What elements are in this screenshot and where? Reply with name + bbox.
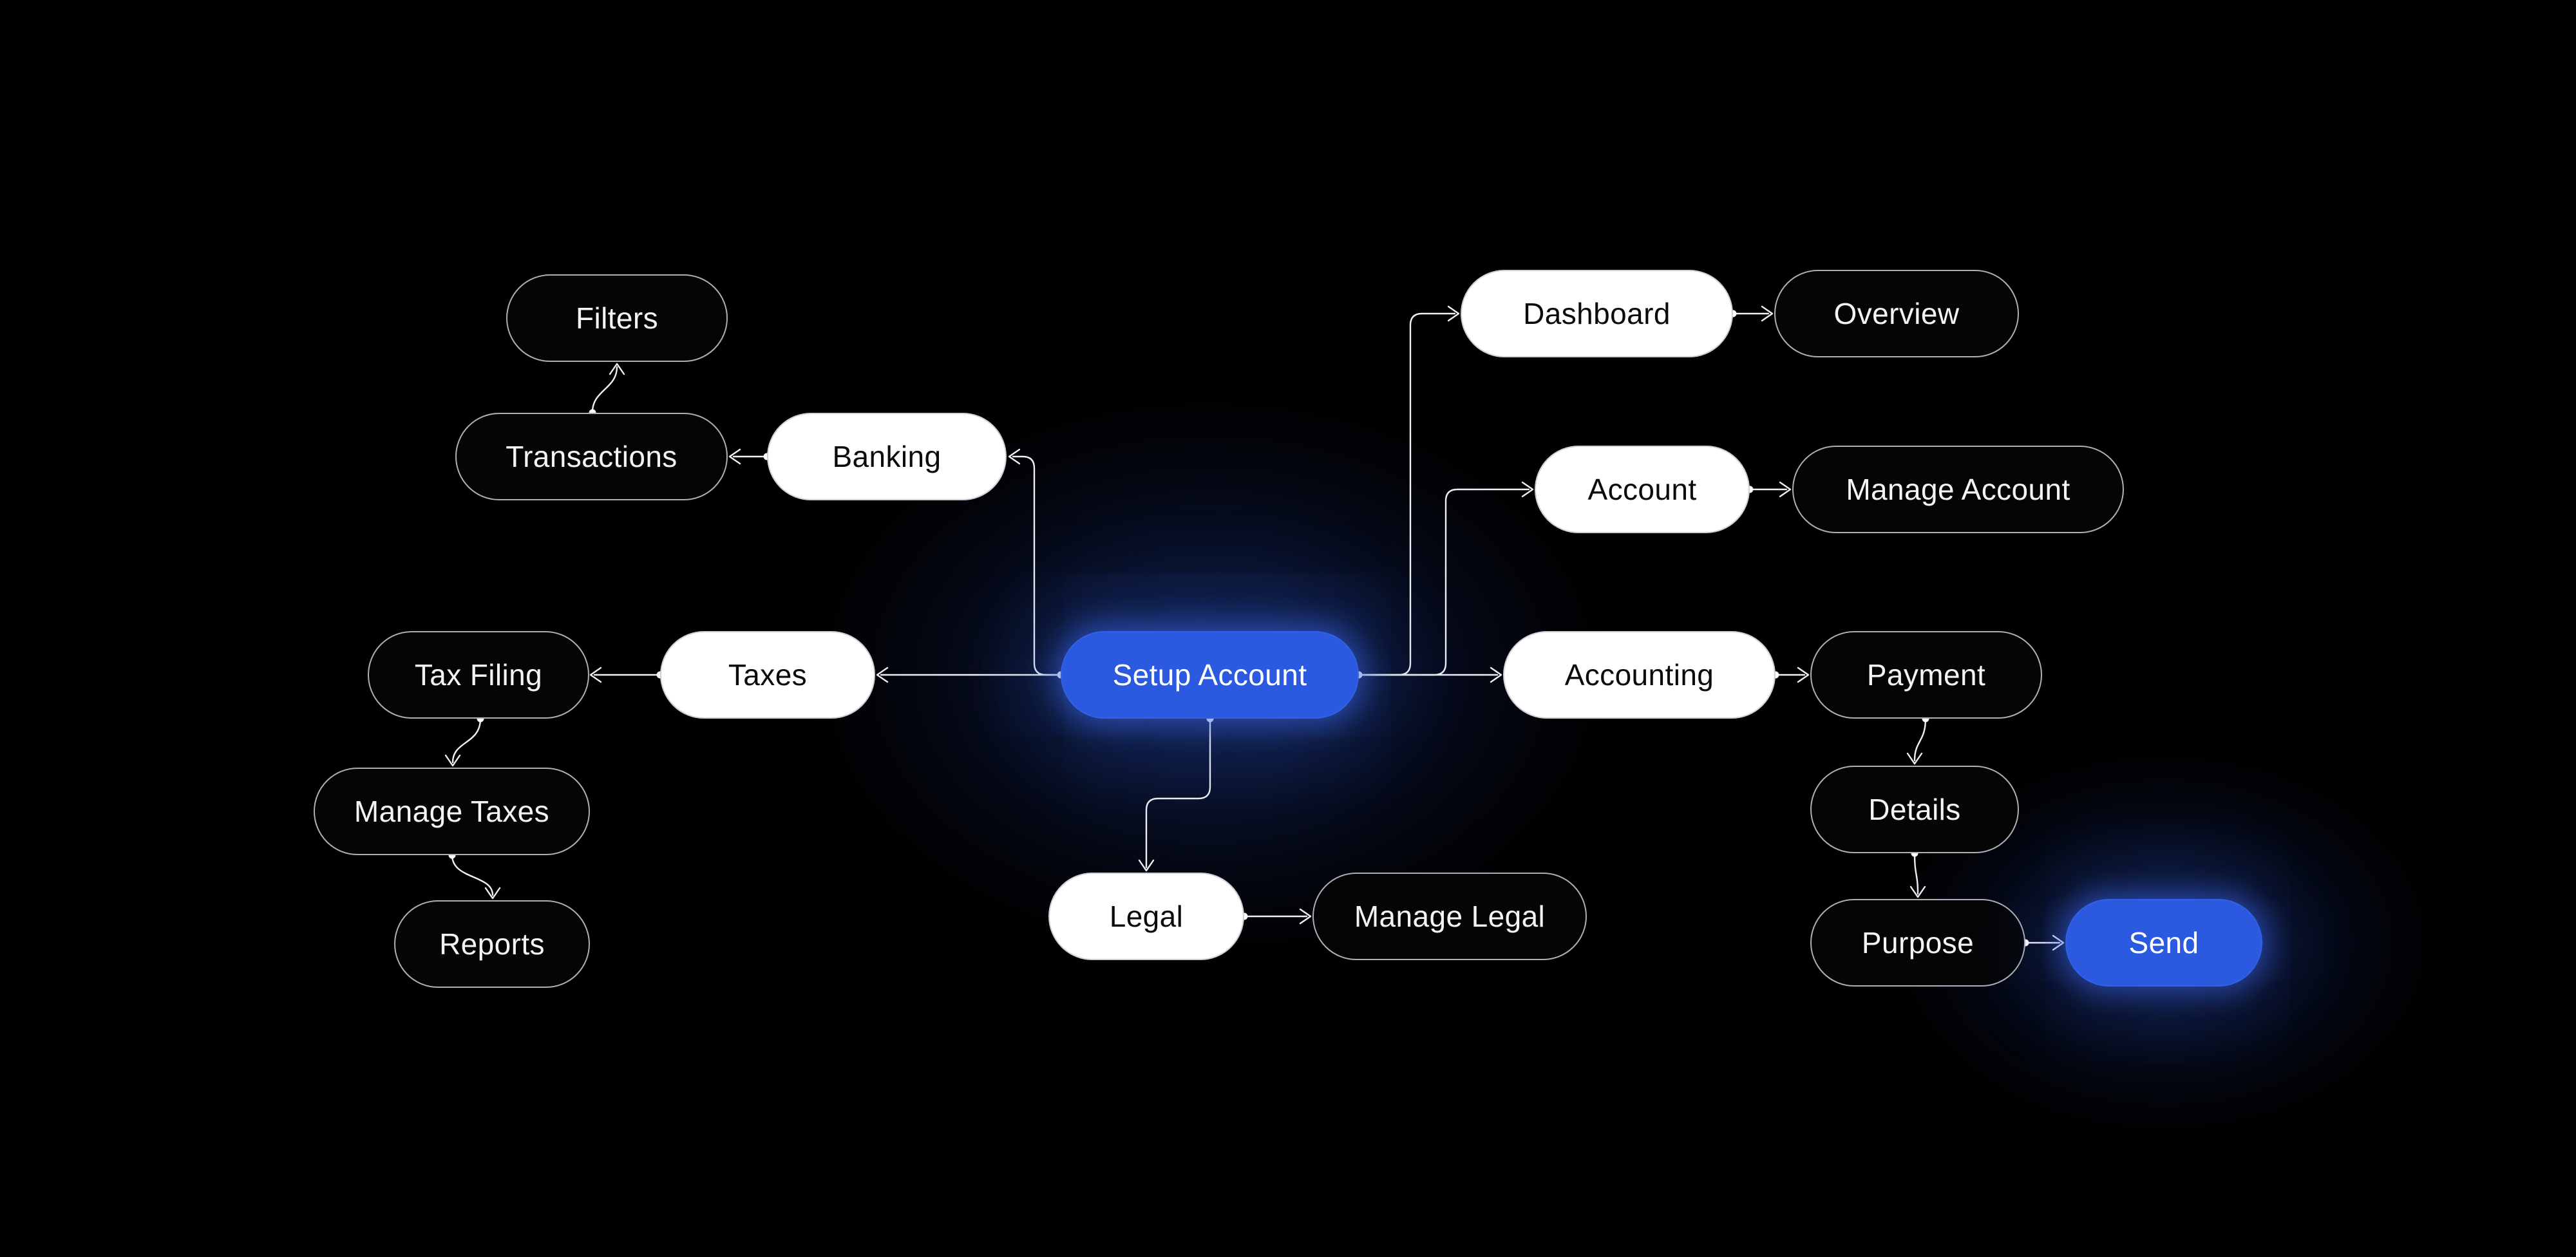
node-taxes[interactable]: Taxes — [660, 631, 875, 719]
node-label: Overview — [1833, 297, 1960, 330]
arrowhead-icon — [444, 754, 461, 767]
arrowhead-icon — [484, 887, 501, 900]
edge-taxes-to-tax-filing — [589, 666, 664, 683]
arrowhead-icon — [2052, 934, 2065, 951]
edge-dashboard-to-overview — [1729, 305, 1774, 322]
node-payment[interactable]: Payment — [1810, 631, 2042, 719]
edge-details-to-purpose — [1909, 849, 1926, 898]
node-label: Taxes — [728, 658, 808, 692]
arrowhead-icon — [1138, 859, 1155, 872]
arrowhead-icon — [1761, 305, 1774, 322]
node-accounting[interactable]: Accounting — [1503, 631, 1776, 719]
node-details[interactable]: Details — [1810, 766, 2019, 853]
node-banking[interactable]: Banking — [767, 413, 1007, 500]
node-label: Transactions — [506, 440, 677, 473]
node-overview[interactable]: Overview — [1774, 270, 2019, 357]
arrowhead-icon — [1906, 752, 1923, 765]
arrowhead-icon — [728, 448, 741, 465]
node-tax-filing[interactable]: Tax Filing — [368, 631, 589, 719]
edge-accounting-to-payment — [1772, 666, 1810, 683]
node-label: Dashboard — [1523, 297, 1671, 330]
edge-payment-to-details — [1906, 715, 1929, 765]
node-manage-taxes[interactable]: Manage Taxes — [314, 768, 590, 855]
edge-banking-to-transactions — [728, 448, 771, 465]
node-account[interactable]: Account — [1535, 446, 1750, 533]
arrowhead-icon — [609, 363, 625, 375]
node-label: Tax Filing — [414, 658, 543, 692]
edge-account-to-manage-account — [1746, 481, 1792, 498]
arrowhead-icon — [1797, 666, 1810, 683]
node-label: Banking — [832, 440, 942, 473]
node-label: Manage Legal — [1354, 900, 1546, 933]
node-label: Details — [1868, 793, 1961, 826]
arrowhead-icon — [1447, 305, 1460, 322]
edge-transactions-to-filters — [589, 363, 625, 417]
node-purpose[interactable]: Purpose — [1810, 899, 2025, 987]
node-label: Filters — [575, 301, 659, 335]
node-label: Setup Account — [1112, 658, 1307, 692]
node-send[interactable]: Send — [2065, 899, 2262, 987]
edge-setup-to-legal — [1138, 715, 1214, 872]
arrowhead-icon — [1521, 481, 1534, 498]
arrowhead-icon — [876, 666, 889, 683]
edge-setup-to-banking — [1008, 448, 1062, 676]
arrowhead-icon — [1779, 481, 1792, 498]
node-reports[interactable]: Reports — [394, 900, 590, 988]
node-label: Manage Taxes — [354, 795, 550, 828]
node-label: Send — [2128, 926, 2199, 959]
node-label: Legal — [1109, 900, 1184, 933]
node-filters[interactable]: Filters — [506, 274, 728, 362]
edge-setup-to-account — [1358, 481, 1534, 676]
node-dashboard[interactable]: Dashboard — [1461, 270, 1733, 357]
node-transactions[interactable]: Transactions — [455, 413, 728, 500]
edge-tax-filing-to-manage-taxes — [444, 715, 484, 767]
node-label: Purpose — [1861, 926, 1975, 959]
node-legal[interactable]: Legal — [1048, 873, 1244, 960]
node-label: Reports — [439, 927, 545, 961]
arrowhead-icon — [1490, 666, 1502, 683]
edge-manage-taxes-to-reports — [448, 851, 501, 900]
node-label: Accounting — [1564, 658, 1714, 692]
node-setup-account[interactable]: Setup Account — [1061, 631, 1359, 719]
node-label: Manage Account — [1846, 473, 2070, 506]
node-manage-account[interactable]: Manage Account — [1792, 446, 2124, 533]
node-label: Account — [1587, 473, 1697, 506]
arrowhead-icon — [589, 666, 602, 683]
edge-purpose-to-send — [2022, 934, 2065, 951]
arrowhead-icon — [1299, 908, 1312, 925]
arrowhead-icon — [1008, 448, 1021, 465]
arrowhead-icon — [1909, 885, 1926, 898]
node-label: Payment — [1866, 658, 1986, 692]
edge-setup-to-dashboard — [1358, 305, 1460, 676]
node-manage-legal[interactable]: Manage Legal — [1312, 873, 1587, 960]
edge-legal-to-manage-legal — [1240, 908, 1312, 925]
